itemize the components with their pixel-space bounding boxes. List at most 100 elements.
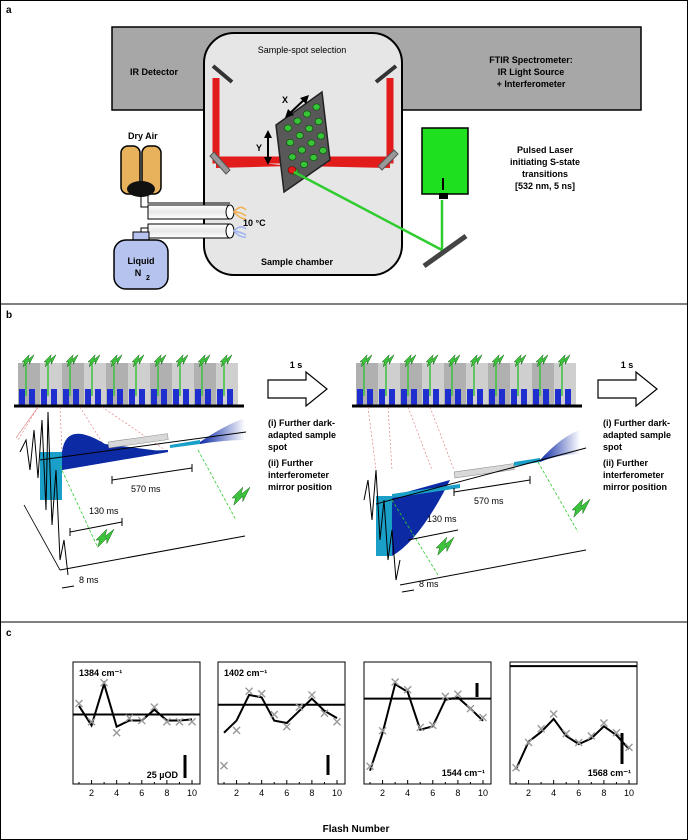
ir-scan-block	[161, 389, 167, 405]
t8-label-left: 8 ms	[79, 575, 99, 585]
chart-frame	[363, 661, 492, 785]
ir-scan-block	[139, 389, 145, 405]
liquid-label: Liquid	[128, 256, 155, 266]
chart-title: 1544 cm⁻¹	[442, 768, 485, 778]
note-ii-3: mirror position	[268, 482, 332, 492]
ftir-label-3: + Interferometer	[497, 79, 566, 89]
panel-a: Sample-spot selection IR Detector FTIR S…	[111, 26, 642, 290]
data-point	[75, 699, 83, 708]
ir-scan-block	[565, 389, 571, 405]
flash-bolt-icon	[87, 353, 101, 368]
x-tick-label: 8	[601, 788, 606, 798]
x-tick-label: 6	[430, 788, 435, 798]
note-i-2-right: adapted sample	[603, 430, 671, 440]
temperature-label: 10 °C	[243, 218, 266, 228]
ir-scan-block	[357, 389, 363, 405]
x-tick-label: 4	[114, 788, 119, 798]
ir-beam-fan-left	[216, 158, 290, 168]
flash-bolt-icon	[219, 353, 233, 368]
ir-scan-block	[107, 389, 113, 405]
data-point	[479, 713, 487, 722]
sample-spot	[303, 110, 311, 118]
data-point	[257, 689, 266, 698]
ir-scan-block	[379, 389, 385, 405]
x-tick-label: 2	[526, 788, 531, 798]
x-tick-label: 6	[139, 788, 144, 798]
x-axis-title: Flash Number	[323, 824, 390, 835]
laser-label-3: transitions	[522, 169, 568, 179]
timing-diagram-left: 570 ms 130 ms 8 ms	[15, 406, 247, 589]
sample-spot	[307, 139, 316, 147]
t570-label-right: 570 ms	[474, 496, 504, 506]
sample-spot	[316, 132, 325, 140]
ir-scan-block	[183, 389, 189, 405]
note-i-2: adapted sample	[268, 430, 336, 440]
series-line	[369, 682, 484, 772]
note-ii-3-right: mirror position	[603, 482, 667, 492]
data-point	[188, 717, 196, 726]
spot-selection-label: Sample-spot selection	[258, 45, 347, 55]
x-axis-label: X	[282, 95, 288, 105]
x-tick-label: 10	[332, 788, 342, 798]
ir-scan-block	[217, 389, 223, 405]
data-point	[562, 729, 571, 738]
ir-scan-block	[423, 389, 429, 405]
ir-scan-block	[129, 389, 135, 405]
laser-label-4: [532 nm, 5 ns]	[515, 181, 575, 191]
x-tick-label: 8	[455, 788, 460, 798]
data-point	[428, 721, 437, 730]
sample-spot	[312, 103, 321, 111]
flash-bolt-icon	[491, 353, 505, 368]
sample-spot	[319, 147, 327, 155]
ir-scan-block	[227, 389, 233, 405]
data-point	[524, 738, 533, 747]
panel-label-c: c	[6, 628, 12, 639]
t130-label-left: 130 ms	[89, 506, 119, 516]
ir-scan-block	[433, 389, 439, 405]
tube-end-upper	[225, 204, 235, 220]
ftir-label-1: FTIR Spectrometer:	[489, 55, 573, 65]
sample-spot	[297, 146, 306, 154]
data-point	[282, 722, 291, 731]
flash-bolt-icon	[231, 486, 251, 507]
sample-spot	[293, 117, 302, 125]
x-tick-label: 2	[380, 788, 385, 798]
cooling-tube-upper	[147, 204, 231, 220]
ir-scan-block	[117, 389, 123, 405]
data-point	[150, 703, 159, 712]
x-tick-label: 2	[89, 788, 94, 798]
warm-air-flow	[233, 206, 247, 220]
data-point	[453, 690, 462, 699]
flash-bolt-icon	[571, 498, 591, 519]
note-ii-1-right: (ii) Further	[603, 458, 648, 468]
flash-bolt-icon	[95, 528, 115, 549]
note-ii-2-right: interferometer	[603, 470, 665, 480]
data-point	[612, 728, 621, 737]
data-point	[466, 704, 475, 713]
x-tick-label: 4	[259, 788, 264, 798]
chart-title: 1384 cm⁻¹	[79, 668, 122, 678]
y-arrowhead-a	[264, 130, 272, 138]
sample-spot	[300, 161, 308, 169]
ir-scan-block	[489, 389, 495, 405]
flash-bolt-icon	[109, 353, 123, 368]
flash-bolt-icon	[425, 353, 439, 368]
mirror-bottom-left	[209, 151, 231, 175]
x-tick-label: 6	[576, 788, 581, 798]
panel-label-a: a	[6, 5, 12, 16]
ir-scan-block	[73, 389, 79, 405]
ir-scan-block	[29, 389, 35, 405]
dry-air-valve	[127, 181, 155, 197]
ir-scan-block	[511, 389, 517, 405]
x-tick-label: 8	[164, 788, 169, 798]
laser-mirror	[422, 233, 468, 269]
flash-bolt-icon	[65, 353, 79, 368]
ir-scan-block	[543, 389, 549, 405]
flash-bolt-icon	[435, 536, 455, 557]
series-line	[78, 680, 193, 729]
flash-bolt-icon	[359, 353, 373, 368]
data-point	[162, 717, 171, 726]
